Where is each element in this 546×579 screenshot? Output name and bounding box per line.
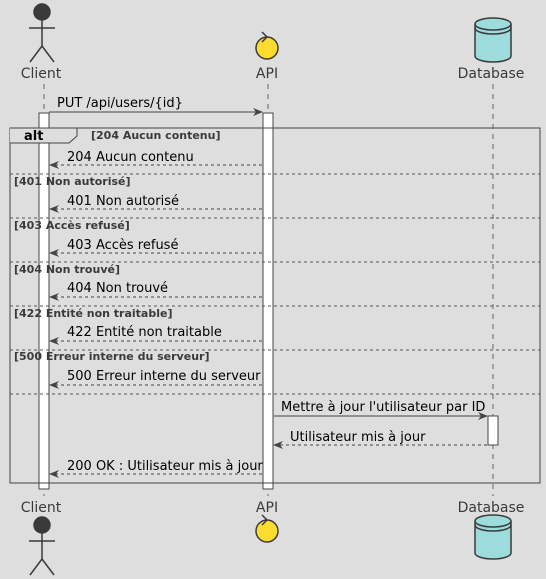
api-activation xyxy=(262,112,274,490)
database-icon xyxy=(474,17,512,63)
api-control-icon xyxy=(255,514,279,543)
response-label: 401 Non autorisé xyxy=(67,194,179,209)
request-label: PUT /api/users/{id} xyxy=(57,96,183,111)
response-label: 422 Entité non traitable xyxy=(67,325,222,340)
database-icon xyxy=(474,514,512,560)
api-label-bottom: API xyxy=(256,500,278,516)
client-label-top: Client xyxy=(21,66,62,82)
client-activation xyxy=(38,112,50,490)
alt-keyword: alt xyxy=(24,129,43,144)
client-label-bottom: Client xyxy=(21,500,62,516)
guard-403: [403 Accès refusé] xyxy=(14,219,130,232)
response-label: 404 Non trouvé xyxy=(67,281,168,296)
db-return-label: Utilisateur mis à jour xyxy=(290,430,426,445)
database-activation xyxy=(487,415,499,446)
response-label: 403 Accès refusé xyxy=(67,238,178,253)
api-control-icon xyxy=(255,31,279,60)
client-actor-icon xyxy=(29,3,55,63)
db-call-label: Mettre à jour l'utilisateur par ID xyxy=(281,400,485,415)
alt-tab xyxy=(10,127,78,144)
database-label-bottom: Database xyxy=(458,500,525,516)
guard-204: [204 Aucun contenu] xyxy=(91,129,221,142)
guard-422: [422 Entité non traitable] xyxy=(14,307,172,320)
client-actor-icon xyxy=(29,516,55,576)
guard-500: [500 Erreur interne du serveur] xyxy=(14,350,209,363)
response-label: 500 Erreur interne du serveur xyxy=(67,369,261,384)
guard-401: [401 Non autorisé] xyxy=(14,175,131,188)
database-label-top: Database xyxy=(458,66,525,82)
final-response-label: 200 OK : Utilisateur mis à jour xyxy=(67,459,263,474)
guard-404: [404 Non trouvé] xyxy=(14,263,120,276)
api-label-top: API xyxy=(256,66,278,82)
response-label: 204 Aucun contenu xyxy=(67,150,194,165)
